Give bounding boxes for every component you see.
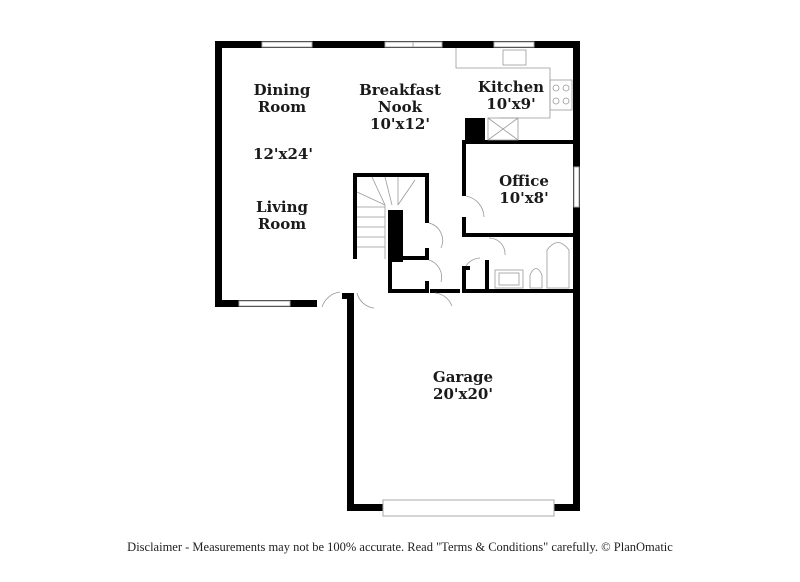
windows xyxy=(238,41,580,517)
room-dimensions-dining-living: 12'x24' xyxy=(253,145,313,163)
room-label-breakfast-nook: Breakfast Nook 10'x12' xyxy=(359,81,441,133)
room-label-office: Office 10'x8' xyxy=(499,172,549,207)
room-label-kitchen: Kitchen 10'x9' xyxy=(477,78,545,113)
room-label-living: Living Room xyxy=(255,198,309,233)
disclaimer-text: Disclaimer - Measurements may not be 100… xyxy=(127,540,673,554)
room-label-garage: Garage 20'x20' xyxy=(432,368,494,403)
interior-walls xyxy=(353,118,576,293)
room-label-dining: Dining Room xyxy=(253,81,311,116)
fixtures xyxy=(321,48,573,309)
